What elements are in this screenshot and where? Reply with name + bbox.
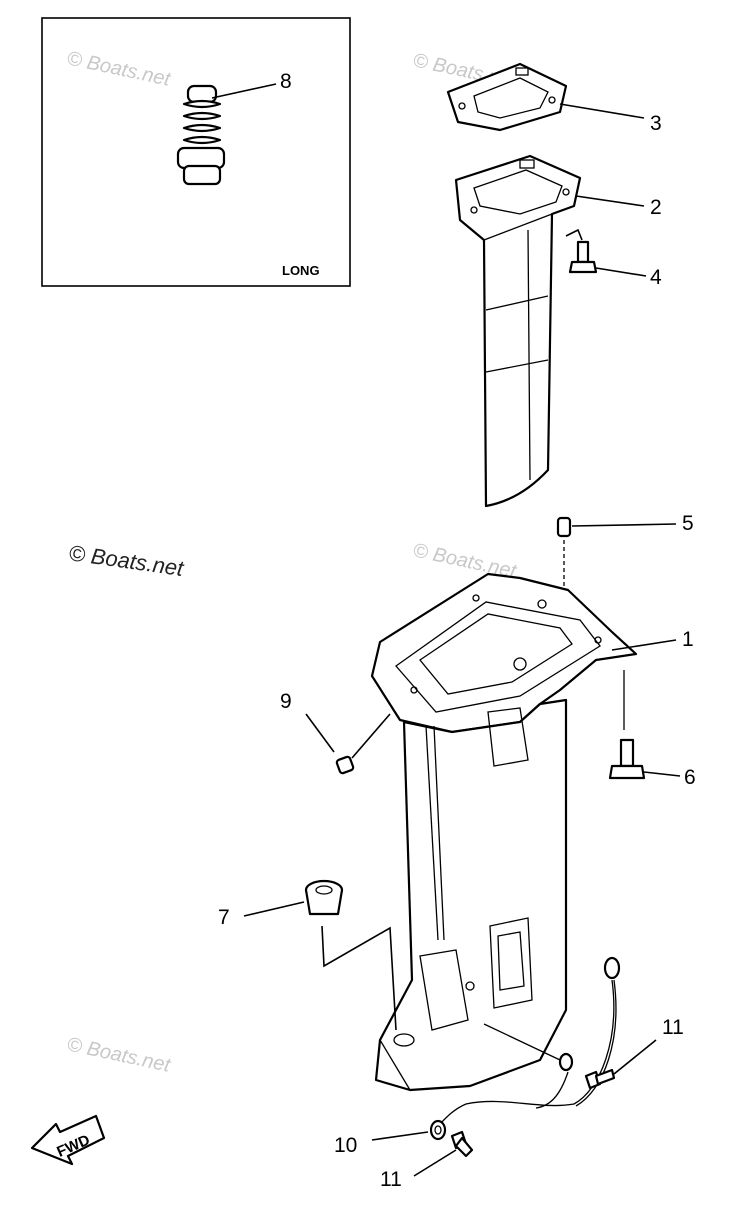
callout-7: 7 (218, 906, 230, 929)
inset-label: LONG (282, 263, 320, 278)
part-4-bolt (565, 228, 598, 274)
callout-10: 10 (334, 1134, 357, 1157)
inset-box: LONG 8 (41, 17, 351, 287)
part-6-bolt (608, 738, 646, 780)
callout-1: 1 (682, 628, 694, 651)
callout-6: 6 (684, 766, 696, 789)
part-11-screw-lower (450, 1130, 474, 1158)
part-2-exhaust-tube (454, 154, 582, 508)
callout-4: 4 (650, 266, 662, 289)
part-10-washer (429, 1119, 447, 1141)
part-1-upper-casing (370, 572, 638, 1092)
callout-3: 3 (650, 112, 662, 135)
callout-2: 2 (650, 196, 662, 219)
callout-5: 5 (682, 512, 694, 535)
watermark: © Boats.net (65, 47, 173, 91)
ground-lead (437, 956, 621, 1127)
part-11-screw-upper (584, 1068, 616, 1090)
watermark: © Boats.net (65, 1033, 173, 1077)
callout-8: 8 (280, 70, 292, 93)
watermark-dark: © Boats.net (67, 540, 186, 581)
part-8-hose (176, 84, 226, 186)
fwd-arrow-icon: FWD (30, 1114, 106, 1166)
part-5-dowel (556, 516, 572, 538)
callout-9: 9 (280, 690, 292, 713)
part-7-grommet (304, 879, 344, 916)
part-3-gasket (446, 62, 568, 132)
part-9-dowel (335, 755, 355, 775)
callout-11-upper: 11 (662, 1016, 684, 1039)
callout-11-lower: 11 (380, 1168, 402, 1191)
